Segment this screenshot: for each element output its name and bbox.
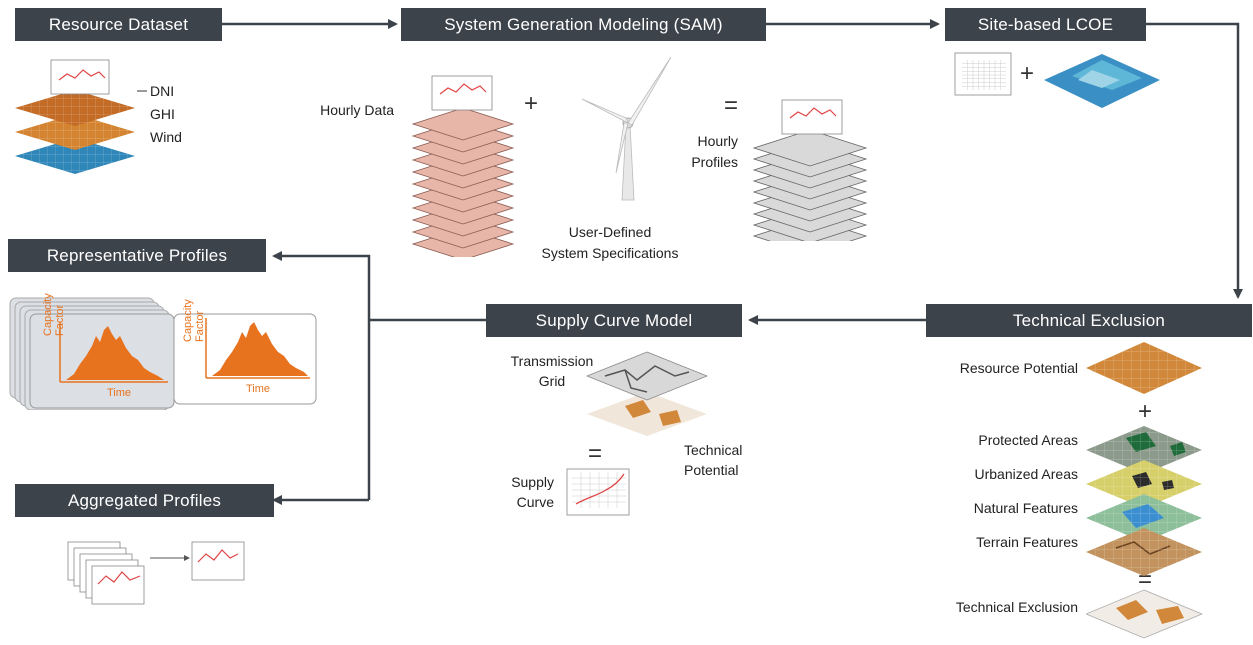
rep-ylabel-front-line2: Factor [54, 304, 66, 336]
rep-xlabel-back: Time [246, 383, 271, 395]
system-specs-line2: System Specifications [541, 245, 679, 261]
hourly-profiles-line1: Hourly [697, 133, 738, 149]
hourly-data-stack [411, 75, 515, 257]
exclusion-layers-graphic [1086, 342, 1204, 639]
aggregated-profiles-graphic [67, 541, 245, 605]
technical-line2: Potential [684, 462, 739, 478]
hourly-data-layer [411, 107, 515, 141]
rep-ylabel-front: Capacity Factor [42, 293, 66, 336]
sam-box: System Generation Modeling (SAM) [401, 8, 766, 41]
supply-curve-model-box: Supply Curve Model [486, 304, 742, 337]
technical-line1: Technical [684, 442, 743, 458]
rep-xlabel-front: Time [107, 387, 132, 399]
rep-ylabel-back-line2: Factor [194, 310, 206, 342]
rep-ylabel-front-line1: Capacity [42, 293, 54, 336]
sam-equals-sign: = [724, 92, 739, 119]
technical-potential-label: Technical Potential [684, 440, 742, 480]
hourly-profiles-line2: Profiles [691, 154, 738, 170]
resource-layers-graphic [15, 59, 147, 174]
transmission-line2: Grid [538, 373, 566, 389]
exclusion-item-terrain: Terrain Features [976, 534, 1078, 550]
resource-dataset-box: Resource Dataset [15, 8, 222, 41]
hourly-data-label: Hourly Data [320, 102, 394, 118]
rep-ylabel-back: Capacity Factor [182, 299, 206, 342]
technical-exclusion-box: Technical Exclusion [926, 304, 1252, 337]
layer-wind-label: Wind [150, 129, 182, 145]
sam-plus-sign: + [524, 90, 539, 117]
exclusion-item-protected: Protected Areas [978, 432, 1078, 448]
exclusion-item-technical: Technical Exclusion [955, 599, 1078, 615]
rep-ylabel-back-line1: Capacity [182, 299, 194, 342]
transmission-grid-label: Transmission Grid [498, 351, 606, 391]
system-specs-label: User-Defined System Specifications [530, 222, 690, 264]
supply-equals-sign: = [588, 440, 603, 467]
representative-profiles-graphic [9, 297, 317, 410]
exclusion-item-resource: Resource Potential [959, 360, 1078, 376]
transmission-line1: Transmission [510, 353, 594, 369]
supply-layers-graphic [585, 351, 709, 436]
arrow-lcoe-to-exclusion [1146, 22, 1243, 299]
lcoe-parameters-card [954, 52, 1012, 96]
exclusion-item-urbanized: Urbanized Areas [974, 466, 1078, 482]
hourly-profiles-stack [752, 99, 868, 241]
exclusion-item-natural: Natural Features [973, 500, 1078, 516]
exclusion-plus-sign: + [1138, 398, 1153, 425]
layer-ghi-label: GHI [150, 106, 175, 122]
arrow-to-representative [272, 251, 371, 500]
supply-curve-chart [566, 468, 630, 516]
wind-turbine-icon [581, 56, 672, 201]
lcoe-map-layer [1044, 54, 1160, 108]
supply-line1: Supply [511, 474, 554, 490]
hourly-profile-layer [752, 129, 868, 167]
lcoe-box: Site-based LCOE [945, 8, 1146, 41]
supply-curve-label: Supply Curve [490, 472, 554, 512]
system-specs-line1: User-Defined [568, 224, 652, 240]
aggregated-profiles-box: Aggregated Profiles [15, 484, 274, 517]
layer-dni-label: DNI [150, 83, 175, 99]
representative-profiles-box: Representative Profiles [8, 239, 266, 272]
hourly-profiles-label: Hourly Profiles [680, 131, 738, 173]
aggregated-profile-line [97, 571, 141, 585]
lcoe-plus-sign: + [1020, 60, 1035, 87]
supply-line2: Curve [516, 494, 554, 510]
aggregated-profile-card [91, 565, 145, 605]
